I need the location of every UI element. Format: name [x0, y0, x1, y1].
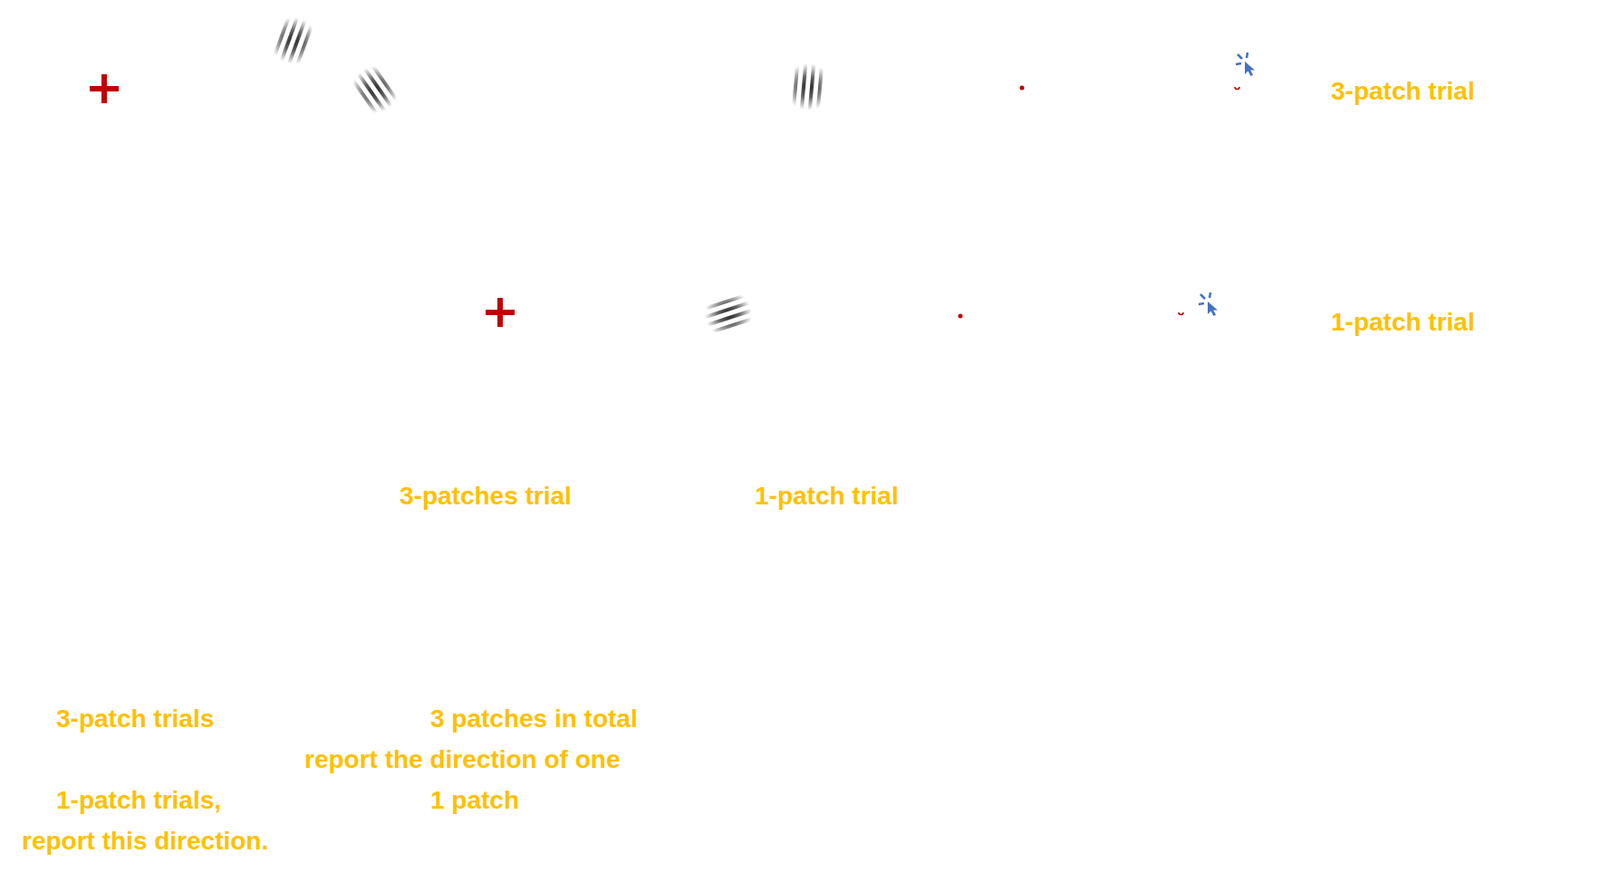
annotation-label: 3 patches in total: [430, 703, 638, 735]
fixation-cross: [89, 74, 119, 104]
gabor-patch: [782, 61, 834, 113]
annotation-label: 3-patch trial: [1330, 76, 1475, 107]
annotation-label: 1 patch: [430, 785, 520, 817]
annotation-label: 1-patch trial: [754, 481, 899, 512]
annotation-label: 3-patch trials: [56, 703, 214, 735]
annotation-label: report this direction.: [21, 826, 269, 858]
response-arc: [1234, 86, 1240, 90]
gabor-patch: [698, 284, 759, 345]
fixation-dot: [1020, 86, 1025, 91]
annotation-label: 1-patch trial: [1330, 307, 1475, 338]
gabor-patch: [263, 10, 325, 72]
annotation-label: 1-patch trials,: [56, 785, 222, 817]
mouse-cursor: [1198, 292, 1218, 317]
annotation-label: 3-patches trial: [399, 481, 572, 512]
fixation-dot: [958, 314, 964, 319]
fixation-cross: [485, 298, 515, 328]
mouse-cursor: [1235, 52, 1255, 77]
gabor-patch: [342, 57, 408, 123]
response-arc: [1178, 312, 1184, 316]
annotation-label: report the direction of one: [304, 744, 620, 776]
